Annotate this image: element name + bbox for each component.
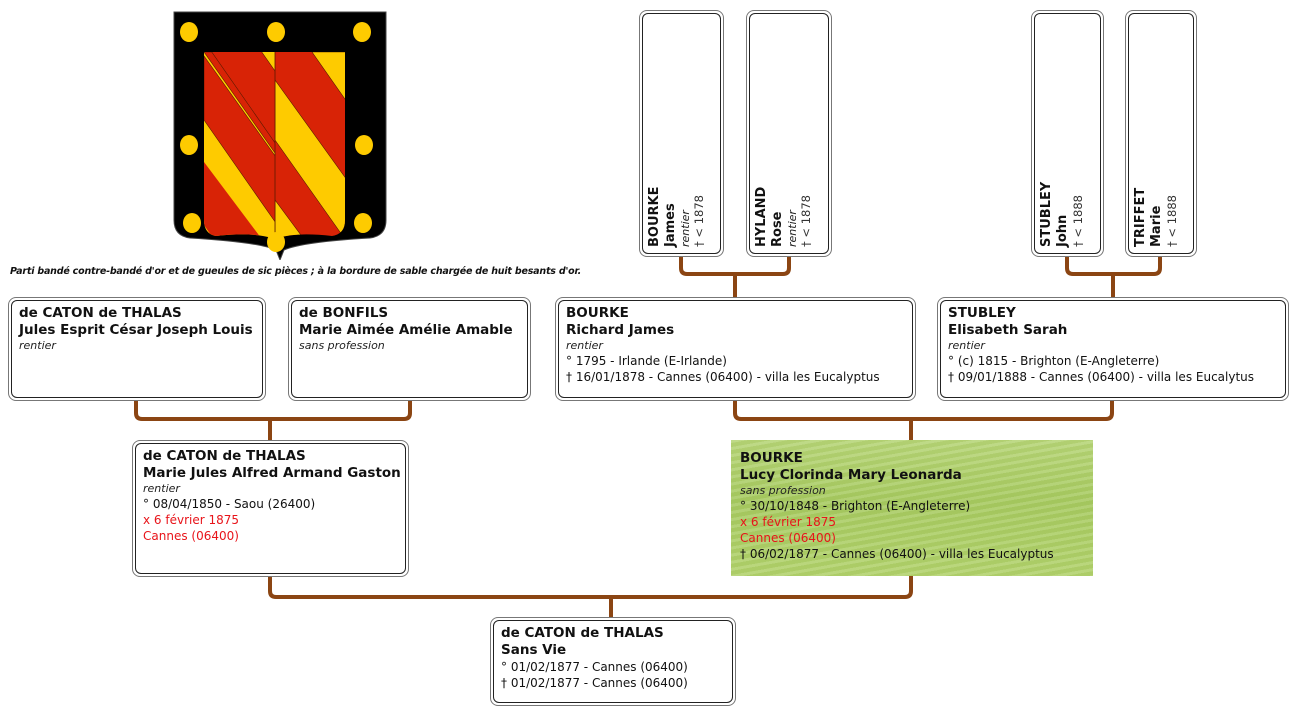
profession: rentier (19, 339, 56, 352)
connector-caton-bonfils (134, 400, 412, 440)
surname: de CATON de THALAS (19, 305, 182, 321)
person-box-bonfils-marie[interactable]: de BONFILS Marie Aimée Amélie Amable san… (288, 297, 531, 401)
birth-info: ° 30/10/1848 - Brighton (E-Angleterre) (740, 499, 971, 513)
besant (353, 22, 371, 42)
surname: BOURKE (566, 305, 629, 321)
connector-stubley-triffet (1065, 256, 1162, 297)
person-box-stubley-elisabeth[interactable]: STUBLEY Elisabeth Sarah rentier ° (c) 18… (937, 297, 1289, 401)
person-box-mother[interactable]: BOURKE Lucy Clorinda Mary Leonarda sans … (731, 440, 1093, 576)
birth-info: ° (c) 1815 - Brighton (E-Angleterre) (948, 354, 1160, 368)
besant (354, 213, 372, 233)
person-box-hyland-rose[interactable]: HYLAND Rose rentier † < 1878 (746, 10, 832, 257)
surname: de CATON de THALAS (143, 448, 306, 464)
besants (180, 22, 373, 252)
surname: de BONFILS (299, 305, 389, 321)
person-box-stubley-john[interactable]: STUBLEY John † < 1888 (1031, 10, 1104, 257)
given-name: Sans Vie (501, 642, 567, 658)
given-name: John (1055, 214, 1070, 247)
death-info: † 09/01/1888 - Cannes (06400) - villa le… (948, 370, 1255, 384)
given-name: Marie (1149, 205, 1164, 247)
given-name: Lucy Clorinda Mary Leonarda (740, 467, 962, 483)
person-box-bourke-james[interactable]: BOURKE James rentier † < 1878 (639, 10, 724, 257)
birth-info: ° 08/04/1850 - Saou (26400) (143, 497, 316, 511)
surname: HYLAND (754, 186, 769, 247)
birth-info: ° 1795 - Irlande (E-Irlande) (566, 354, 727, 368)
given-name: James (663, 203, 678, 247)
besant (180, 135, 198, 155)
death-info: † < 1878 (799, 195, 813, 247)
person-box-triffet-marie[interactable]: TRIFFET Marie † < 1888 (1125, 10, 1197, 257)
surname: STUBLEY (948, 305, 1016, 321)
profession: rentier (786, 210, 799, 247)
person-box-bourke-richard[interactable]: BOURKE Richard James rentier ° 1795 - Ir… (555, 297, 916, 401)
death-info: † < 1878 (692, 195, 706, 247)
besant (267, 22, 285, 42)
given-name: Jules Esprit César Joseph Louis (19, 322, 253, 338)
given-name: Elisabeth Sarah (948, 322, 1068, 338)
death-info: † 06/02/1877 - Cannes (06400) - villa le… (740, 547, 1054, 561)
marriage-date: x 6 février 1875 (740, 515, 837, 529)
profession: sans profession (740, 484, 826, 497)
marriage-date: x 6 février 1875 (143, 513, 240, 527)
given-name: Marie Aimée Amélie Amable (299, 322, 513, 338)
connector-parents-child (268, 575, 913, 617)
profession: rentier (566, 339, 603, 352)
death-info: † < 1888 (1071, 195, 1085, 247)
surname: TRIFFET (1133, 187, 1148, 247)
profession: rentier (679, 210, 692, 247)
given-name: Rose (770, 211, 785, 248)
profession: rentier (143, 482, 180, 495)
marriage-place: Cannes (06400) (143, 529, 239, 543)
surname: BOURKE (647, 186, 662, 247)
person-box-father[interactable]: de CATON de THALAS Marie Jules Alfred Ar… (132, 440, 409, 577)
profession: rentier (948, 339, 985, 352)
surname: STUBLEY (1039, 181, 1054, 247)
death-info: † 16/01/1878 - Cannes (06400) - villa le… (566, 370, 880, 384)
person-box-subject[interactable]: de CATON de THALAS Sans Vie ° 01/02/1877… (490, 617, 736, 706)
profession: sans profession (299, 339, 385, 352)
besant (183, 213, 201, 233)
connector-bourke-stubley (733, 400, 1114, 440)
death-info: † 01/02/1877 - Cannes (06400) (501, 676, 688, 690)
death-info: † < 1888 (1165, 195, 1179, 247)
given-name: Marie Jules Alfred Armand Gaston (143, 465, 401, 481)
besant (355, 135, 373, 155)
besant (180, 22, 198, 42)
person-box-caton-jules[interactable]: de CATON de THALAS Jules Esprit César Jo… (8, 297, 266, 401)
coat-of-arms (173, 11, 387, 260)
besant (267, 232, 285, 252)
surname: de CATON de THALAS (501, 625, 664, 641)
given-name: Richard James (566, 322, 675, 338)
coat-of-arms-caption: Parti bandé contre-bandé d'or et de gueu… (10, 266, 582, 277)
marriage-place: Cannes (06400) (740, 531, 836, 545)
birth-info: ° 01/02/1877 - Cannes (06400) (501, 660, 688, 674)
surname: BOURKE (740, 450, 803, 466)
connector-bourke-hyland (679, 256, 791, 297)
